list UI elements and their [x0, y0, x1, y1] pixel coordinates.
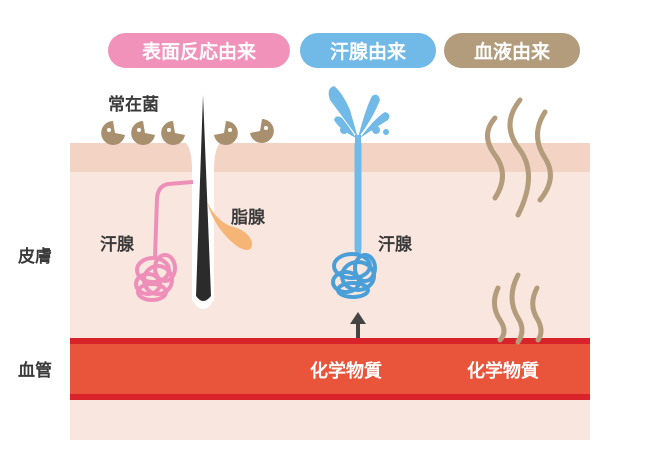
pill-surface-reaction: 表面反応由来 — [108, 33, 290, 68]
pill-sweat-gland: 汗腺由来 — [300, 33, 436, 68]
bacteria-icons — [101, 119, 274, 145]
label-resident-bacteria: 常在菌 — [108, 94, 159, 115]
sebaceous-gland — [207, 202, 253, 251]
side-label-blood-vessel: 血管 — [18, 360, 52, 381]
pill-blood: 血液由来 — [444, 33, 580, 68]
pill-blood-label: 血液由来 — [474, 40, 550, 63]
pill-surface-label: 表面反応由来 — [142, 40, 256, 63]
sweat-gland-eccrine — [328, 86, 390, 299]
sweat-gland-surface — [134, 180, 194, 302]
hair-icon — [196, 95, 211, 301]
skin-epidermis — [70, 143, 590, 172]
pill-sweat-label: 汗腺由来 — [330, 40, 406, 63]
label-chemical-right: 化学物質 — [467, 360, 539, 382]
side-label-skin: 皮膚 — [18, 246, 52, 267]
label-sweat-gland-right: 汗腺 — [378, 234, 413, 255]
label-sweat-gland-left: 汗腺 — [100, 234, 135, 255]
label-chemical-left: 化学物質 — [310, 360, 382, 382]
arrow-up-icon — [350, 312, 366, 338]
sweat-drops-icon — [328, 86, 390, 138]
blood-vessel — [70, 338, 590, 400]
odor-waves-icon — [485, 97, 553, 345]
label-sebaceous-gland: 脂腺 — [231, 207, 266, 228]
